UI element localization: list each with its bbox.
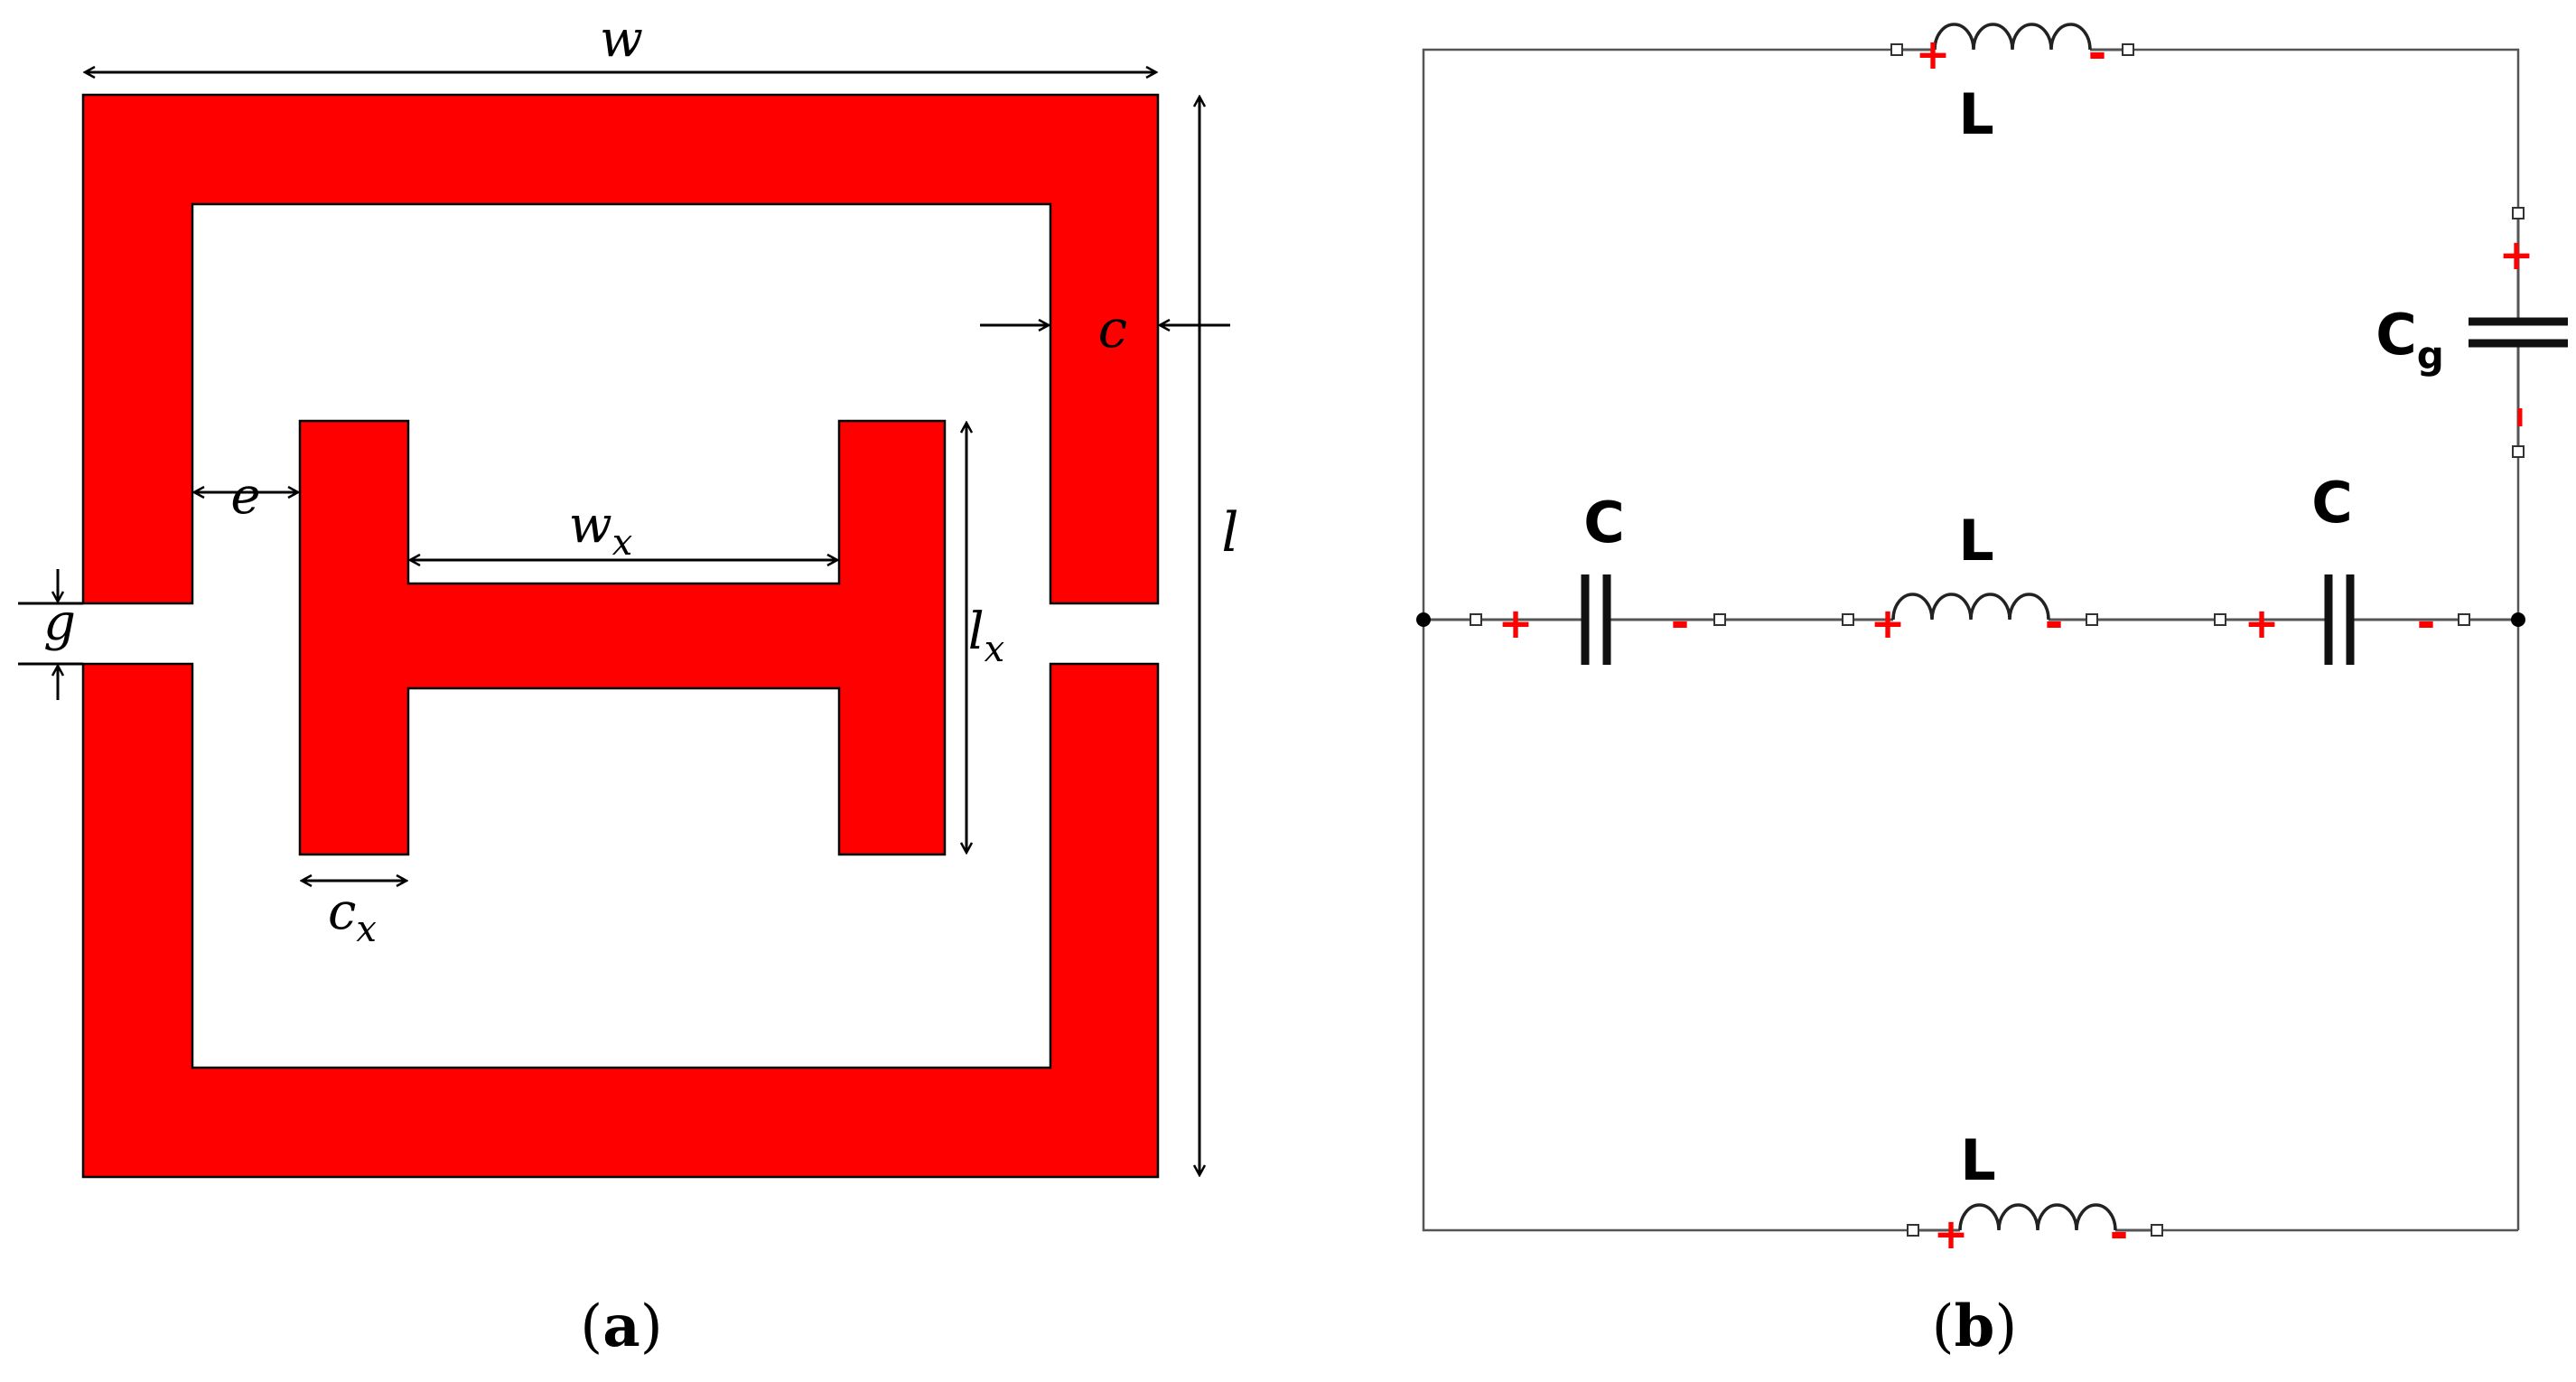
dim-g-label: g [43, 593, 76, 652]
dim-e-label: e [230, 467, 260, 526]
dim-wx-label: wx [569, 496, 633, 564]
inductor-bottom-plus: + [1934, 1209, 1969, 1258]
inductor-top-plus: + [1916, 30, 1951, 79]
label-L-middle: L [1958, 508, 1994, 574]
caption-b: (b) [1932, 1293, 2018, 1360]
capacitor-left-minus: - [1671, 596, 1690, 649]
wire-top-right [2128, 48, 2520, 213]
inductor-middle: + - [1842, 593, 2098, 649]
junction-left [1416, 612, 1431, 627]
inductor-top: + - [1890, 23, 2134, 79]
dim-c-label: c [1098, 298, 1127, 360]
inductor-bottom: + - [1907, 1203, 2163, 1259]
capacitor-right-plus: + [2245, 599, 2280, 648]
panel-a: w l c e g wx lx cx (a) [18, 10, 1239, 1360]
dim-lx-label: lx [968, 602, 1004, 670]
panel-b: + - L + Cg + - C [1416, 23, 2568, 1360]
label-Cg: Cg [2375, 302, 2444, 378]
dim-w-label: w [600, 10, 643, 69]
outer-ring-upper [81, 93, 1160, 605]
label-C-left: C [1583, 490, 1625, 556]
inductor-bottom-minus: - [2110, 1207, 2129, 1259]
inductor-top-minus: - [2088, 27, 2107, 79]
inner-h-resonator [298, 419, 947, 856]
dim-l-label: l [1221, 501, 1238, 565]
inductor-middle-plus: + [1871, 599, 1906, 648]
capacitor-cg: + [2469, 207, 2568, 458]
capacitor-cg-plus: + [2499, 230, 2534, 279]
capacitor-left-plus: + [1498, 599, 1534, 648]
dim-cx-label: cx [328, 882, 377, 950]
label-L-bottom: L [1960, 1127, 1996, 1193]
outer-ring-lower [81, 662, 1160, 1179]
capacitor-left: + - [1470, 574, 1726, 665]
wire-top-left [1422, 48, 1913, 1232]
inductor-middle-minus: - [2045, 596, 2064, 649]
junction-right [2511, 612, 2525, 627]
label-C-right: C [2311, 470, 2353, 536]
caption-a: (a) [580, 1293, 662, 1360]
capacitor-right-minus: - [2417, 596, 2436, 649]
capacitor-right: + - [2214, 574, 2470, 665]
label-L-top: L [1958, 81, 1994, 147]
